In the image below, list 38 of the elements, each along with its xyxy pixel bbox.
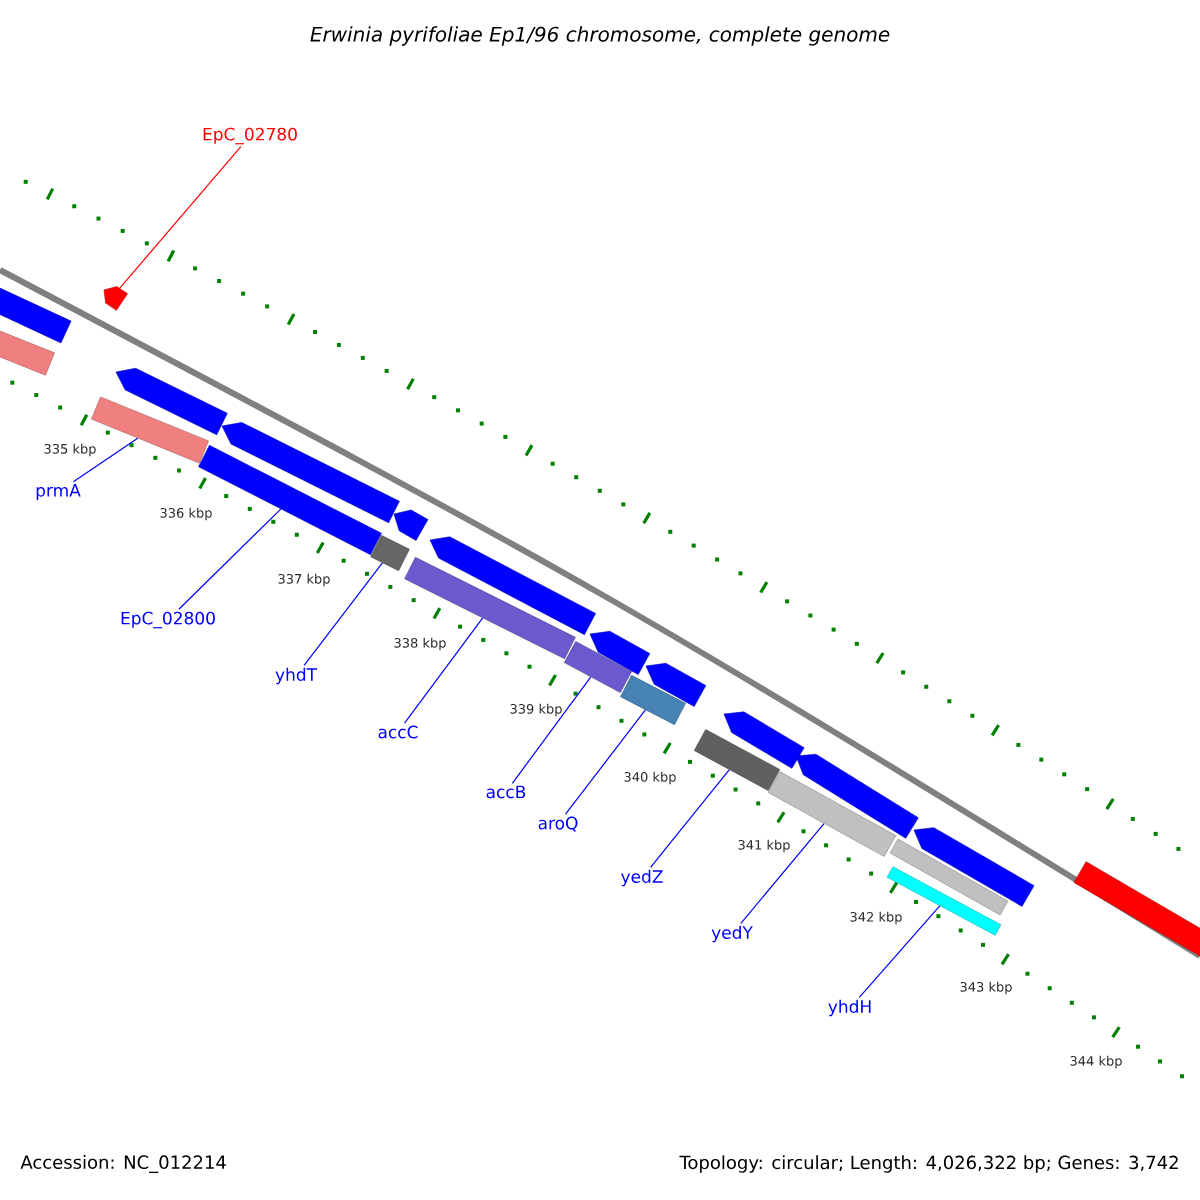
gene-label: yhdH <box>828 999 871 1017</box>
gene-label: EpC_02780 <box>203 127 297 145</box>
gene-arrow-shape <box>723 711 805 769</box>
gene-arrow-shape <box>429 536 596 635</box>
title: Erwinia pyrifoliae Ep1/96 chromosome, complete genome <box>310 26 890 46</box>
gene-bar <box>1073 861 1200 959</box>
gene-bar <box>694 729 780 791</box>
gene-bar <box>620 675 686 725</box>
footer-text: Accession: NC_012214 <box>20 1155 226 1173</box>
leader-line <box>564 709 646 815</box>
footer-text: Topology: circular; Length: 4,026,322 bp; Genes: 3,742 <box>679 1155 1178 1173</box>
gene-label: yhdT <box>275 667 318 685</box>
gene-arrow-shape <box>645 663 707 707</box>
gene-arrow-shape <box>115 368 228 436</box>
gene-label: accB <box>486 785 526 799</box>
leader-line <box>858 905 941 998</box>
leader-line <box>119 146 242 289</box>
leader-line <box>740 823 825 924</box>
gene-label: prmA <box>36 484 81 500</box>
leader-line <box>511 676 592 784</box>
gene-arrow-shape <box>589 631 651 675</box>
gene-label: aroQ <box>538 816 578 832</box>
gene-arrow-shape <box>393 509 429 541</box>
gene-arrow-shape <box>221 422 400 524</box>
leader-line <box>303 562 383 666</box>
gene-label: EpC_02800 <box>121 611 215 629</box>
gene-label: yedZ <box>621 869 663 887</box>
gene-label: accC <box>378 725 418 739</box>
leader-line <box>178 508 282 610</box>
gene-bar <box>767 771 897 857</box>
leader-line <box>72 437 139 483</box>
gene-arrow-shape <box>795 753 919 839</box>
gene-arrow-shape <box>913 827 1035 907</box>
leader-line <box>403 617 484 724</box>
gene-arrow-shape <box>103 286 128 311</box>
gene-label: yedY <box>711 925 753 943</box>
gene-bar <box>370 535 410 572</box>
gene-bar <box>564 641 632 693</box>
